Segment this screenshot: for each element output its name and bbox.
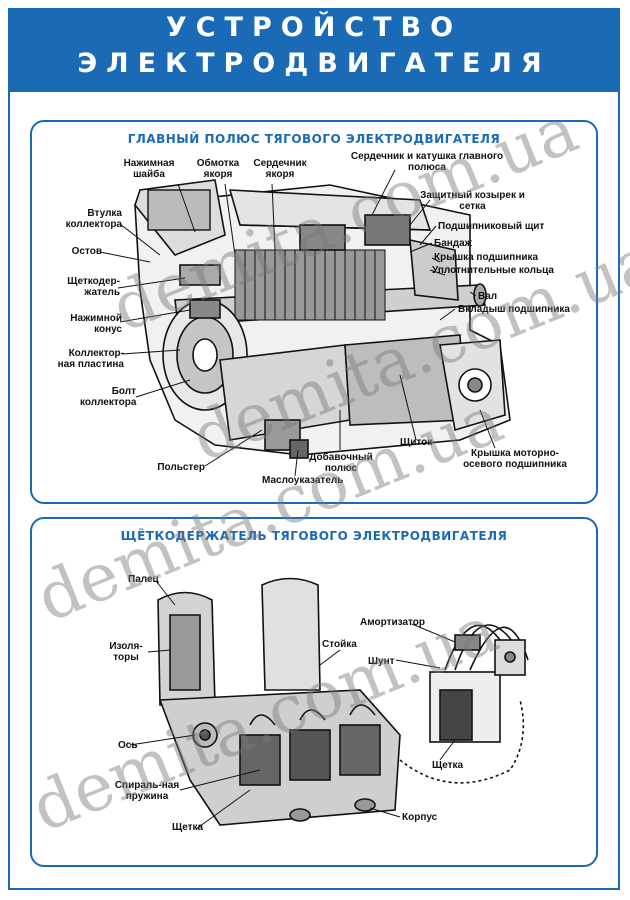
label-kryshka-podshipnika: Крышка подшипника xyxy=(434,252,539,263)
label-shchitok: Щиток xyxy=(400,437,433,448)
label-ostov: Остов xyxy=(71,246,102,257)
label-palets: Палец xyxy=(128,574,159,585)
label-vtulka-kollektora: Втулка коллектора xyxy=(65,208,122,230)
label-shchetka-right: Щетка xyxy=(432,760,464,771)
label-shchetkoderzhatel: Щеткодер-жатель xyxy=(67,276,120,298)
title-banner: УСТРОЙСТВО ЭЛЕКТРОДВИГАТЕЛЯ xyxy=(8,8,620,90)
label-amortizator: Амортизатор xyxy=(360,617,425,628)
label-bandazh: Бандаж xyxy=(434,238,472,249)
label-polster: Польстер xyxy=(157,462,205,473)
label-obmotka-yakorya: Обмотка якоря xyxy=(196,158,240,180)
label-serdechnik-yakorya: Сердечник якоря xyxy=(253,158,307,180)
label-nazhimnoy-konus: Нажимной конус xyxy=(70,313,122,335)
label-nazhimnaya-shaiba: Нажимная шайба xyxy=(123,158,175,180)
label-dobavochny-polyus: Добавочный полюс xyxy=(309,452,373,474)
label-os: Ось xyxy=(118,740,138,751)
brush-holder-panel-title: ЩЁТКОДЕРЖАТЕЛЬ ТЯГОВОГО ЭЛЕКТРОДВИГАТЕЛЯ xyxy=(120,529,508,543)
label-val: Вал xyxy=(478,291,498,302)
label-uplotnitelnye-koltsa: Уплотнительные кольца xyxy=(432,265,554,276)
brush-holder-panel: ЩЁТКОДЕРЖАТЕЛЬ ТЯГОВОГО ЭЛЕКТРОДВИГАТЕЛЯ xyxy=(30,517,598,867)
top-leader-lines xyxy=(99,169,496,477)
label-spiralnaya-pruzhina: Спираль-ная пружина xyxy=(114,780,180,802)
label-shchetka-left: Щетка xyxy=(172,822,204,833)
page-title-line1: УСТРОЙСТВО xyxy=(165,12,463,43)
label-korpus: Корпус xyxy=(402,812,438,823)
brush-holder-drawing xyxy=(157,577,529,826)
label-podshipnikovy-shchit: Подшипниковый щит xyxy=(438,221,545,232)
label-kollektornaya-plastina: Коллектор-ная пластина xyxy=(57,348,124,370)
label-izolyatory: Изоля-торы xyxy=(109,641,143,663)
label-bolt-kollektora: Болт коллектора xyxy=(80,386,137,408)
label-shunt: Шунт xyxy=(368,656,395,667)
main-pole-panel-title: ГЛАВНЫЙ ПОЛЮС ТЯГОВОГО ЭЛЕКТРОДВИГАТЕЛЯ xyxy=(127,132,501,146)
label-stoyka: Стойка xyxy=(322,639,357,650)
label-kryshka-motorno-osevogo: Крышка моторно-осевого подшипника xyxy=(463,448,567,470)
page-title-line2: ЭЛЕКТРОДВИГАТЕЛЯ xyxy=(77,48,551,79)
traction-motor-drawing xyxy=(134,179,511,459)
bottom-leader-lines xyxy=(129,580,456,830)
label-serdechnik-katushka: Сердечник и катушка главного полюса xyxy=(350,151,504,173)
page-frame xyxy=(8,90,620,890)
label-maslouказатель: Маслоуказатель xyxy=(262,475,344,486)
label-vkladysh-podshipnika: Вкладыш подшипника xyxy=(458,304,570,315)
label-zashchitny-kozyrek: Защитный козырек и сетка xyxy=(420,190,525,212)
